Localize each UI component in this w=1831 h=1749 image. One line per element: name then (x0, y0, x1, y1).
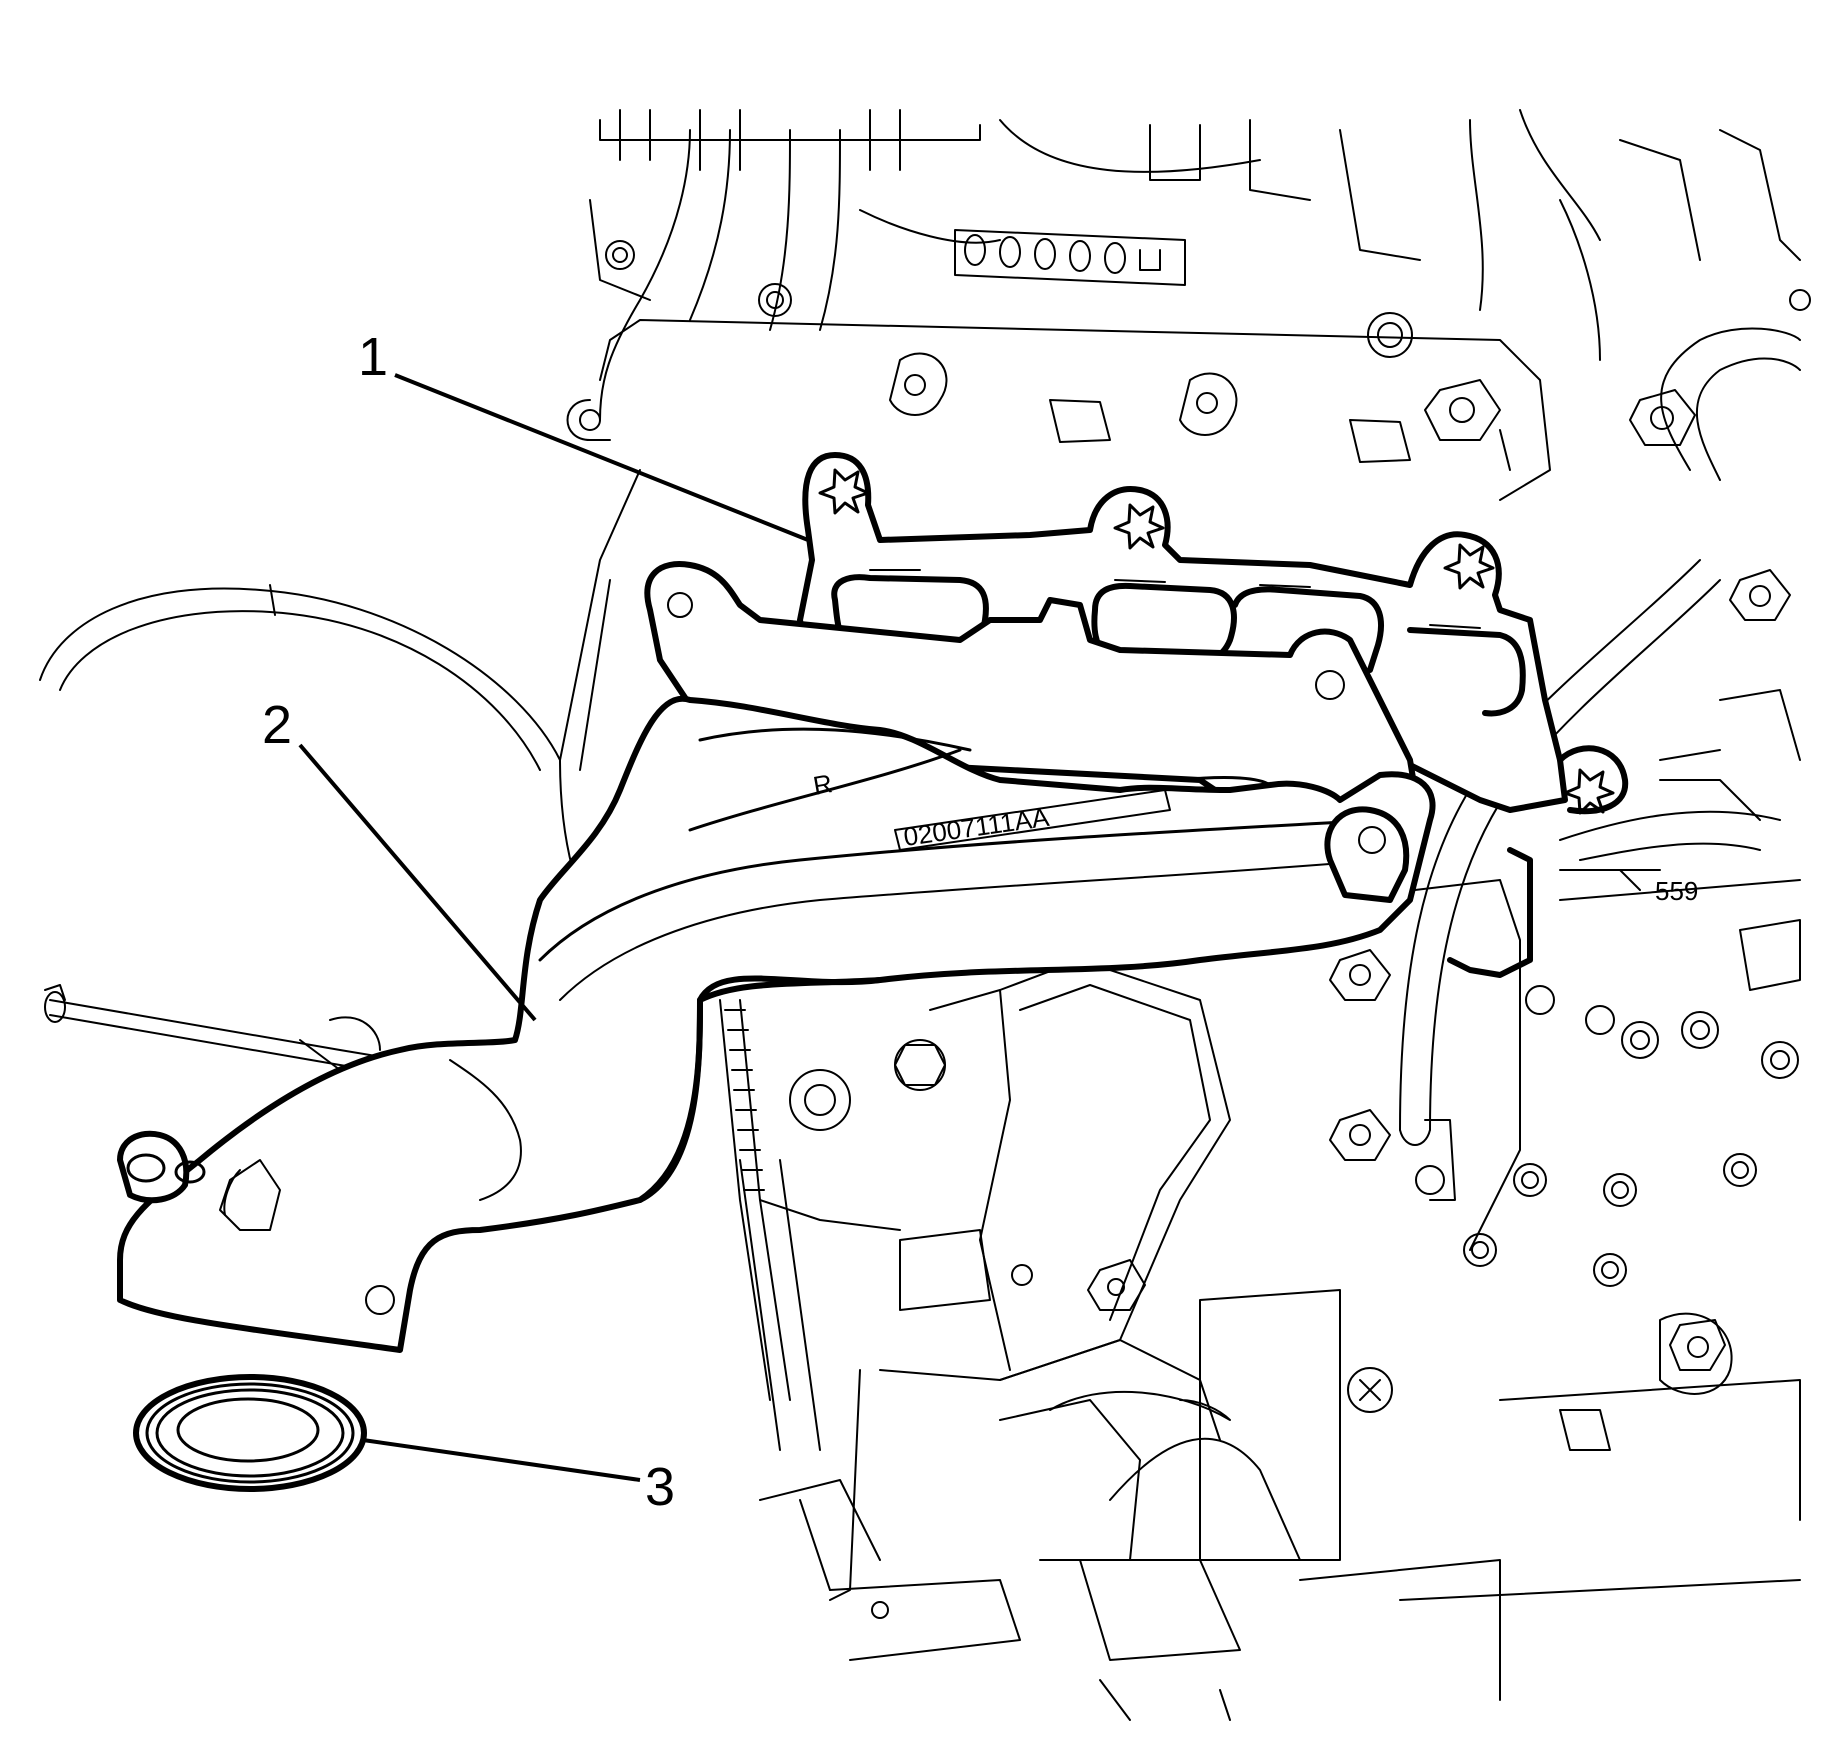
seal-ring (133, 1374, 367, 1492)
callout-label-2: 2 (262, 695, 292, 755)
manifold-side-letter: R (811, 768, 835, 801)
callout-label-3: 3 (645, 1457, 675, 1517)
callout-label-1: 1 (358, 327, 388, 387)
callout-1: 1 (358, 327, 809, 542)
callout-2: 2 (262, 695, 537, 1022)
callout-3: 3 (362, 1438, 675, 1517)
exhaust-manifold: 02007111AA R (117, 561, 1533, 1353)
block-casting-number: 559 (1655, 876, 1698, 906)
